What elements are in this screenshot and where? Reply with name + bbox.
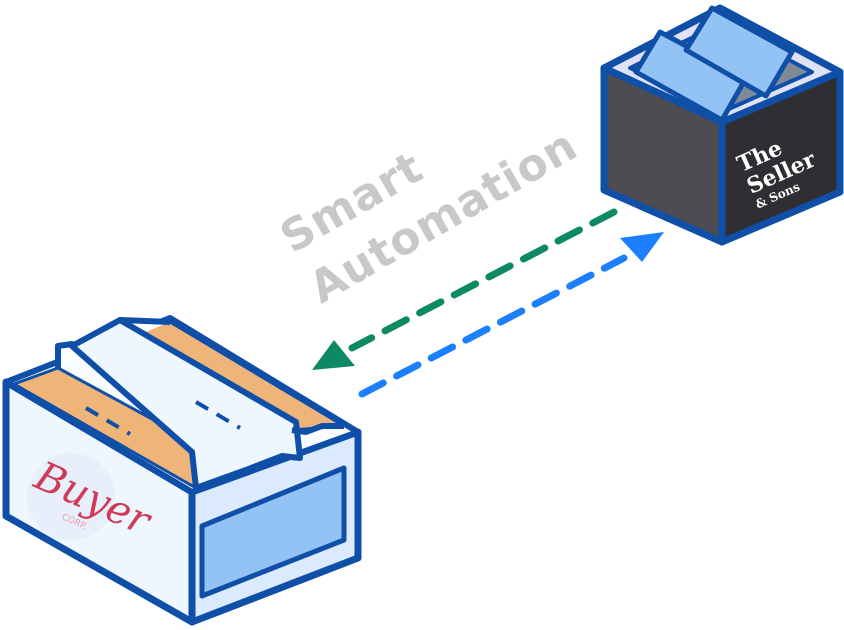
seller-box-flap-right (683, 5, 795, 99)
arrowhead-buyer (312, 340, 355, 370)
buyer-box-divider (69, 317, 303, 491)
arrowhead-seller (620, 232, 664, 262)
seller-box-icon: The Seller & Sons (600, 4, 844, 246)
caption: Smart Automation (272, 120, 586, 314)
buyer-logo-badge (26, 452, 115, 541)
arrow-buyer-to-seller (358, 232, 664, 398)
buyer-box-icon: Buyer CORP. (2, 315, 362, 626)
arrow-seller-to-buyer (312, 208, 618, 370)
buyer-box-panel (199, 465, 347, 599)
